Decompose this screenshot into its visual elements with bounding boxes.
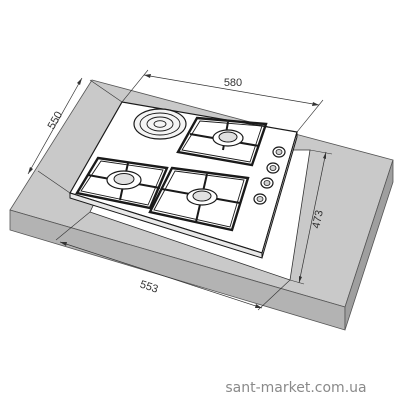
dimension-label-553: 553: [138, 279, 159, 296]
countertop-right-edge: [344, 159, 394, 331]
control-knob-icon: [260, 177, 274, 189]
hob-right-edge: [261, 131, 298, 259]
control-knob-icon: [272, 146, 286, 158]
gas-burner-icon: [186, 188, 218, 206]
dimension-cutout-width: 553: [55, 211, 291, 311]
dimension-cutout-depth: 473: [289, 149, 333, 285]
gas-burner-icon: [212, 129, 244, 147]
control-knob-icon: [253, 193, 267, 205]
watermark-text: sant-market.com.ua: [225, 380, 366, 396]
control-knob-icon: [266, 162, 280, 174]
gas-burner-icon: [106, 170, 142, 190]
dimension-label-580: 580: [224, 77, 242, 89]
dimension-label-473: 473: [310, 209, 326, 229]
electric-hotplate-icon: [133, 108, 187, 140]
dimension-width-top: 580: [121, 69, 324, 133]
hob: [69, 101, 298, 259]
